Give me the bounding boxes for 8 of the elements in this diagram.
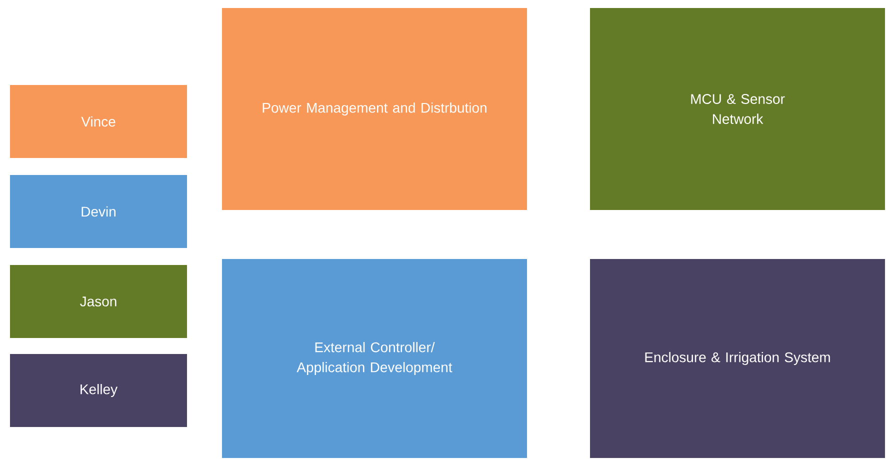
subsystem-box: External Controller/ Application Development	[222, 259, 527, 458]
person-box: Kelley	[10, 354, 187, 427]
person-box: Devin	[10, 175, 187, 248]
subsystem-box: MCU & Sensor Network	[590, 8, 885, 210]
person-box: Vince	[10, 85, 187, 158]
subsystem-box: Power Management and Distrbution	[222, 8, 527, 210]
subsystem-box: Enclosure & Irrigation System	[590, 259, 885, 458]
person-box: Jason	[10, 265, 187, 338]
